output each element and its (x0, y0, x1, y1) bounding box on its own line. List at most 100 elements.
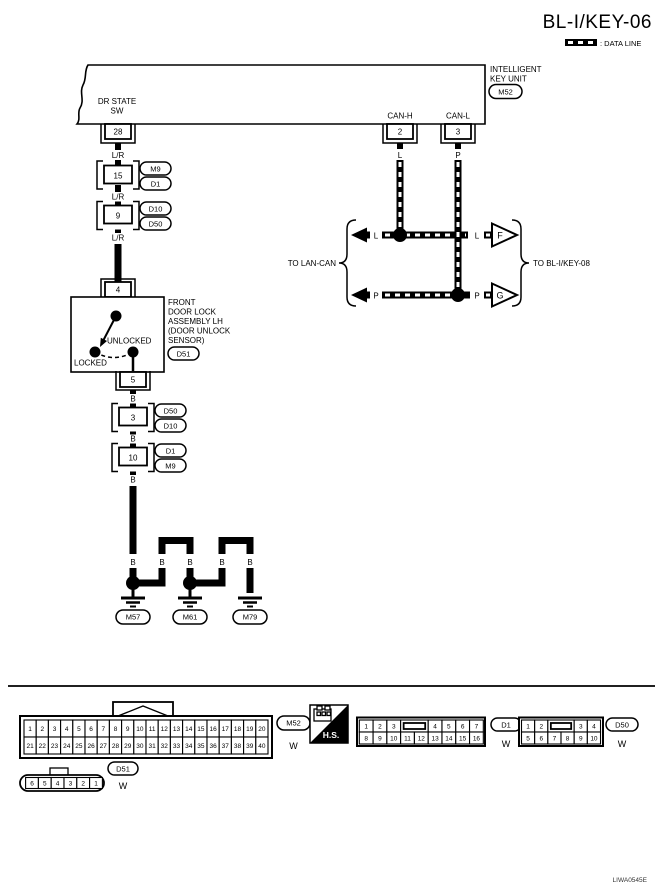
connector-color: W (119, 781, 128, 791)
svg-text:8: 8 (364, 735, 368, 742)
offpage-connector-f-icon (491, 221, 520, 249)
svg-text:ASSEMBLY LH: ASSEMBLY LH (168, 317, 223, 326)
svg-text:13: 13 (431, 735, 439, 742)
ground-ref-m57 (115, 609, 151, 625)
svg-text:4: 4 (65, 726, 69, 733)
svg-text:B: B (159, 558, 164, 567)
svg-text:B: B (219, 558, 224, 567)
connector-ref-d1 (154, 443, 187, 458)
svg-text:B: B (247, 558, 252, 567)
svg-text:3: 3 (53, 726, 57, 733)
wire-color-lr: L/R (112, 151, 125, 160)
arrow-left-icon (351, 287, 367, 303)
ground-ref-m61 (172, 609, 208, 625)
svg-text:M9: M9 (150, 165, 160, 174)
figure-code: LIWA0545E (613, 877, 648, 884)
svg-text:D1: D1 (501, 721, 511, 730)
data-line-legend: : DATA LINE (565, 39, 641, 48)
connector-ref-d10 (154, 418, 187, 433)
svg-text:5: 5 (447, 723, 451, 730)
harness-side-icon: H.S. (309, 704, 349, 744)
svg-text:1: 1 (526, 723, 530, 730)
junction-dot (183, 576, 197, 590)
svg-text:27: 27 (100, 743, 108, 750)
svg-text:26: 26 (87, 743, 95, 750)
svg-text:2: 2 (378, 723, 382, 730)
svg-text:15: 15 (459, 735, 467, 742)
svg-text:SENSOR): SENSOR) (168, 336, 205, 345)
pin-5: 5 (115, 371, 151, 391)
svg-text:5: 5 (526, 735, 530, 742)
svg-text:12: 12 (161, 726, 169, 733)
to-lan-can-label: TO LAN-CAN (288, 259, 337, 268)
locked-label: LOCKED (74, 359, 107, 368)
svg-text:12: 12 (418, 735, 426, 742)
front-door-lock-assembly: 4 UNLOCKED LOCKED 5 FRONT DOOR LOCK ASSE… (70, 278, 231, 391)
inline-connector-3: 3 D50 D10 (111, 402, 187, 433)
svg-text:23: 23 (51, 743, 59, 750)
svg-text:B: B (187, 558, 192, 567)
svg-text:10: 10 (136, 726, 144, 733)
svg-text:3: 3 (131, 414, 136, 423)
switch-arrow-icon (100, 337, 107, 347)
svg-text:6: 6 (30, 780, 34, 787)
pin-4: 4 (100, 278, 136, 298)
wire-color-l: L (398, 151, 403, 160)
junction-dot (451, 288, 465, 302)
svg-text:29: 29 (124, 743, 132, 750)
ground-jumper-2 (218, 537, 254, 554)
svg-text:7: 7 (475, 723, 479, 730)
svg-text:(DOOR UNLOCK: (DOOR UNLOCK (168, 327, 231, 336)
svg-text:16: 16 (209, 726, 217, 733)
right-brace (511, 219, 530, 307)
connector-ref-d51 (167, 346, 200, 361)
svg-text:39: 39 (246, 743, 254, 750)
legend-label: : DATA LINE (600, 39, 641, 48)
svg-text:11: 11 (149, 726, 156, 733)
svg-text:D50: D50 (164, 407, 178, 416)
svg-text:D10: D10 (164, 422, 178, 431)
connector-pin-cell (586, 731, 602, 745)
svg-text:19: 19 (246, 726, 254, 733)
connector-ref-m52 (488, 83, 523, 100)
svg-text:9: 9 (116, 212, 121, 221)
svg-text:1: 1 (364, 723, 368, 730)
dr-state-label: DR STATE (98, 97, 136, 106)
left-brace (338, 219, 357, 307)
svg-text:9: 9 (378, 735, 382, 742)
arrow-left-icon (351, 227, 367, 243)
pin-3: 3 (440, 123, 476, 144)
can-h-label: CAN-H (387, 112, 413, 121)
svg-text:3: 3 (456, 128, 461, 137)
inline-connector-15: 15 M9 D1 (96, 160, 172, 191)
svg-text:1: 1 (94, 780, 98, 787)
svg-text:8: 8 (566, 735, 570, 742)
connector-pin-cell (255, 736, 269, 755)
svg-text:4: 4 (433, 723, 437, 730)
svg-text:M52: M52 (286, 719, 301, 728)
connector-pin-cell (468, 731, 484, 745)
svg-text:24: 24 (63, 743, 71, 750)
ground-jumper-1 (158, 537, 194, 554)
lock-switch-box (70, 296, 165, 373)
unit-name-line2: KEY UNIT (490, 75, 527, 84)
svg-text:4: 4 (56, 780, 60, 787)
svg-text:25: 25 (75, 743, 83, 750)
connector-pin-cell (89, 776, 103, 790)
junction-dot (393, 228, 407, 242)
intelligent-key-unit: INTELLIGENT KEY UNIT M52 DR STATE SW CAN… (75, 64, 542, 125)
svg-text:13: 13 (173, 726, 181, 733)
svg-text:5: 5 (131, 376, 136, 385)
svg-text:L: L (374, 232, 379, 241)
svg-text:35: 35 (197, 743, 205, 750)
wire-color-b: B (130, 476, 135, 485)
svg-text:F: F (497, 231, 503, 241)
connector-ref-m9 (154, 458, 187, 473)
to-bl-i-key-08-label: TO BL-I/KEY-08 (533, 259, 590, 268)
svg-text:34: 34 (185, 743, 193, 750)
wire-color-b: B (130, 435, 135, 444)
svg-text:M9: M9 (165, 462, 175, 471)
svg-text:17: 17 (222, 726, 230, 733)
svg-text:40: 40 (258, 743, 266, 750)
